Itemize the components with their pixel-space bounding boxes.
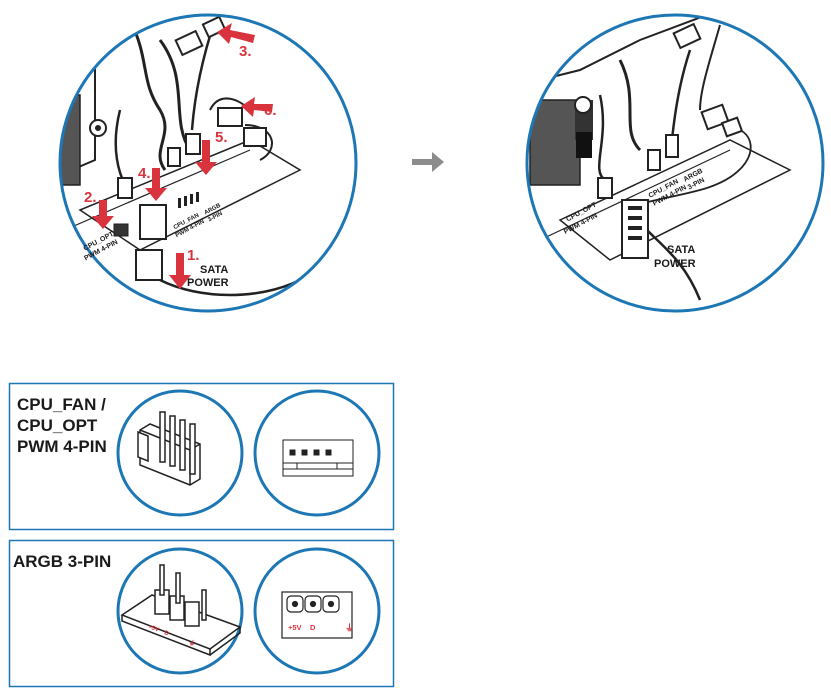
step-4-arrow [145,168,167,201]
left-sata-label-line2: POWER [187,277,229,289]
step-2-arrow [92,200,114,229]
step-6-arrow [241,97,273,117]
step-number-1: 1. [187,247,200,264]
right-sata-label-line1: SATA [667,244,695,256]
step-number-2: 2. [84,189,97,206]
svg-text:⏚: ⏚ [187,638,196,648]
step-3-arrow [217,23,255,44]
argb-title: ARGB 3-PIN [13,552,111,571]
step-number-3: 3. [239,43,252,60]
pwm-connector-panel: CPU_FAN / CPU_OPT PWM 4-PIN [8,382,395,531]
argb-header-illustration: +5V D ⏚ [120,564,242,657]
argb-pin-label-d: D [310,623,316,632]
step-number-4: 4. [138,165,151,182]
pwm-title-line3: PWM 4-PIN [17,437,107,456]
left-sata-label-line1: SATA [200,264,228,276]
step-number-6: 6. [264,102,277,119]
step-1-arrow [169,253,191,289]
right-magnified-view: SATA POWER CPU_OPT PWM 4-PIN CPU_FAN PWM… [525,13,825,313]
step-5-arrow [195,140,217,175]
step-number-5: 5. [215,129,228,146]
svg-text:+5V: +5V [147,624,159,633]
argb-pin-label-ground: ⏚ [345,623,354,633]
step-arrows [92,23,273,289]
pwm-title-line1: CPU_FAN / [17,395,106,414]
pwm-title-line2: CPU_OPT [17,416,98,435]
next-step-arrow [412,152,444,172]
argb-pin-label-5v: +5V [288,623,302,632]
right-sata-label-line2: POWER [654,258,696,270]
pwm-header-illustration [137,411,201,486]
pwm-pinout-illustration [282,439,354,477]
left-magnified-view: 1. 2. 3. 4. 5. 6. SATA POWER CPU_OPT PWM… [58,13,358,313]
svg-text:D: D [163,630,170,637]
left-silk-cpu-opt: CPU_OPT PWM 4-PIN [83,230,120,262]
argb-connector-panel: ARGB 3-PIN +5V D ⏚ +5V [8,539,395,688]
argb-pinout-illustration [281,591,353,639]
